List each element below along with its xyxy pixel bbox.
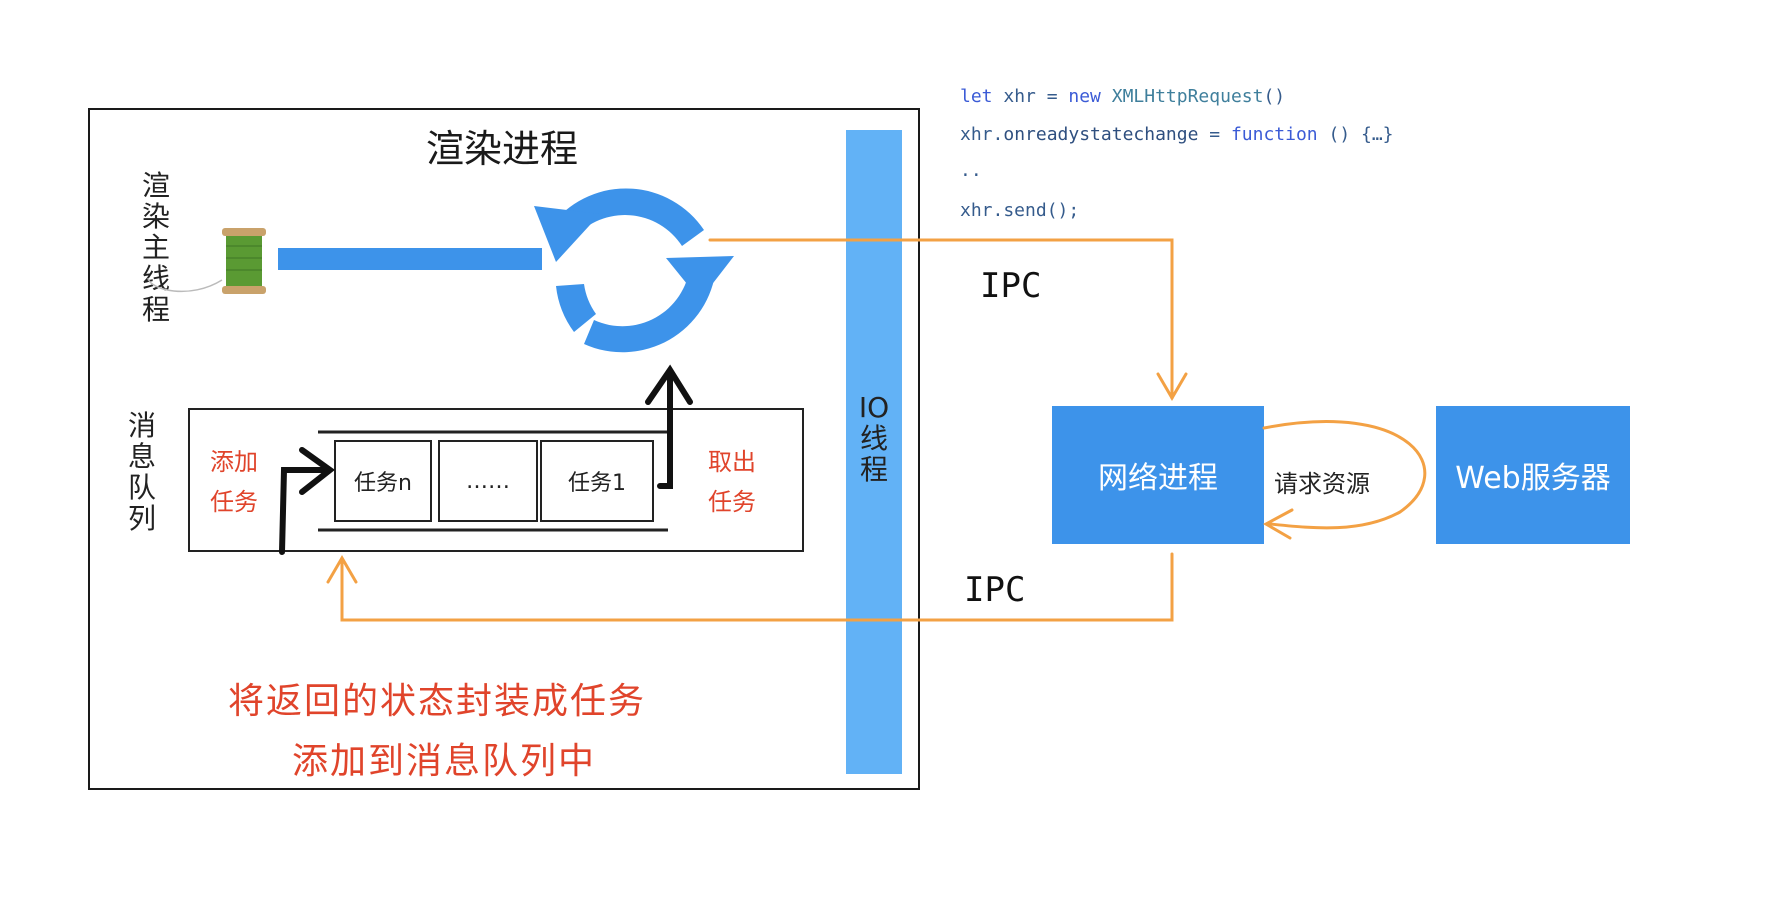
message-queue-label: 消 息 队 列 — [124, 410, 160, 534]
code-class-xhr: XMLHttpRequest — [1111, 86, 1264, 107]
add-task-line-1: 添加 — [210, 448, 258, 476]
message-queue-box — [188, 408, 804, 552]
code-line-2: xhr.onreadystatechange = function () {…} — [960, 124, 1394, 145]
io-thread-bar — [846, 130, 902, 774]
message-queue-char-1: 消 — [127, 409, 156, 442]
main-thread-char-1: 渲 — [141, 169, 170, 202]
network-process-box: 网络进程 — [1052, 406, 1264, 544]
main-thread-char-4: 线 — [141, 262, 170, 295]
main-thread-char-3: 主 — [141, 231, 170, 264]
take-task-label: 取出 任务 — [708, 442, 756, 522]
queue-cell-task-1: 任务1 — [540, 440, 654, 522]
io-thread-char-2: 线 — [859, 422, 888, 455]
message-queue-char-2: 息 — [127, 440, 156, 473]
io-thread-char-1: IO — [858, 391, 890, 424]
io-thread-char-3: 程 — [859, 453, 888, 486]
main-thread-char-5: 程 — [141, 293, 170, 326]
code-line-1: let xhr = new XMLHttpRequest() — [960, 86, 1286, 107]
add-task-label: 添加 任务 — [210, 442, 258, 522]
code-line-4: xhr.send(); — [960, 200, 1080, 221]
web-server-box: Web服务器 — [1436, 406, 1630, 544]
message-queue-char-3: 队 — [127, 471, 156, 504]
code-prop-onreadystatechange: onreadystatechange — [1003, 124, 1199, 145]
bottom-note-line-1: 将返回的状态封装成任务 — [228, 681, 647, 722]
renderer-process-title: 渲染进程 — [426, 127, 579, 171]
code-kw-let: let — [960, 86, 993, 107]
ipc-label-top: IPC — [980, 266, 1042, 306]
code-kw-new: new — [1068, 86, 1101, 107]
main-thread-char-2: 染 — [141, 200, 170, 233]
queue-cell-task-n: 任务n — [334, 440, 432, 522]
request-resource-label: 请求资源 — [1274, 470, 1370, 498]
take-task-line-1: 取出 — [708, 448, 756, 476]
renderer-process-box — [88, 108, 920, 790]
code-kw-function: function — [1230, 124, 1318, 145]
queue-cell-ellipsis: …… — [438, 440, 538, 522]
main-thread-label: 渲 染 主 线 程 — [138, 170, 174, 325]
io-thread-label: IO 线 程 — [856, 392, 892, 485]
ipc-label-bottom: IPC — [964, 570, 1026, 610]
code-line-3: .. — [960, 160, 982, 181]
add-task-line-2: 任务 — [210, 488, 258, 516]
take-task-line-2: 任务 — [708, 488, 756, 516]
bottom-note-line-2: 添加到消息队列中 — [292, 741, 597, 782]
message-queue-char-4: 列 — [127, 502, 156, 535]
